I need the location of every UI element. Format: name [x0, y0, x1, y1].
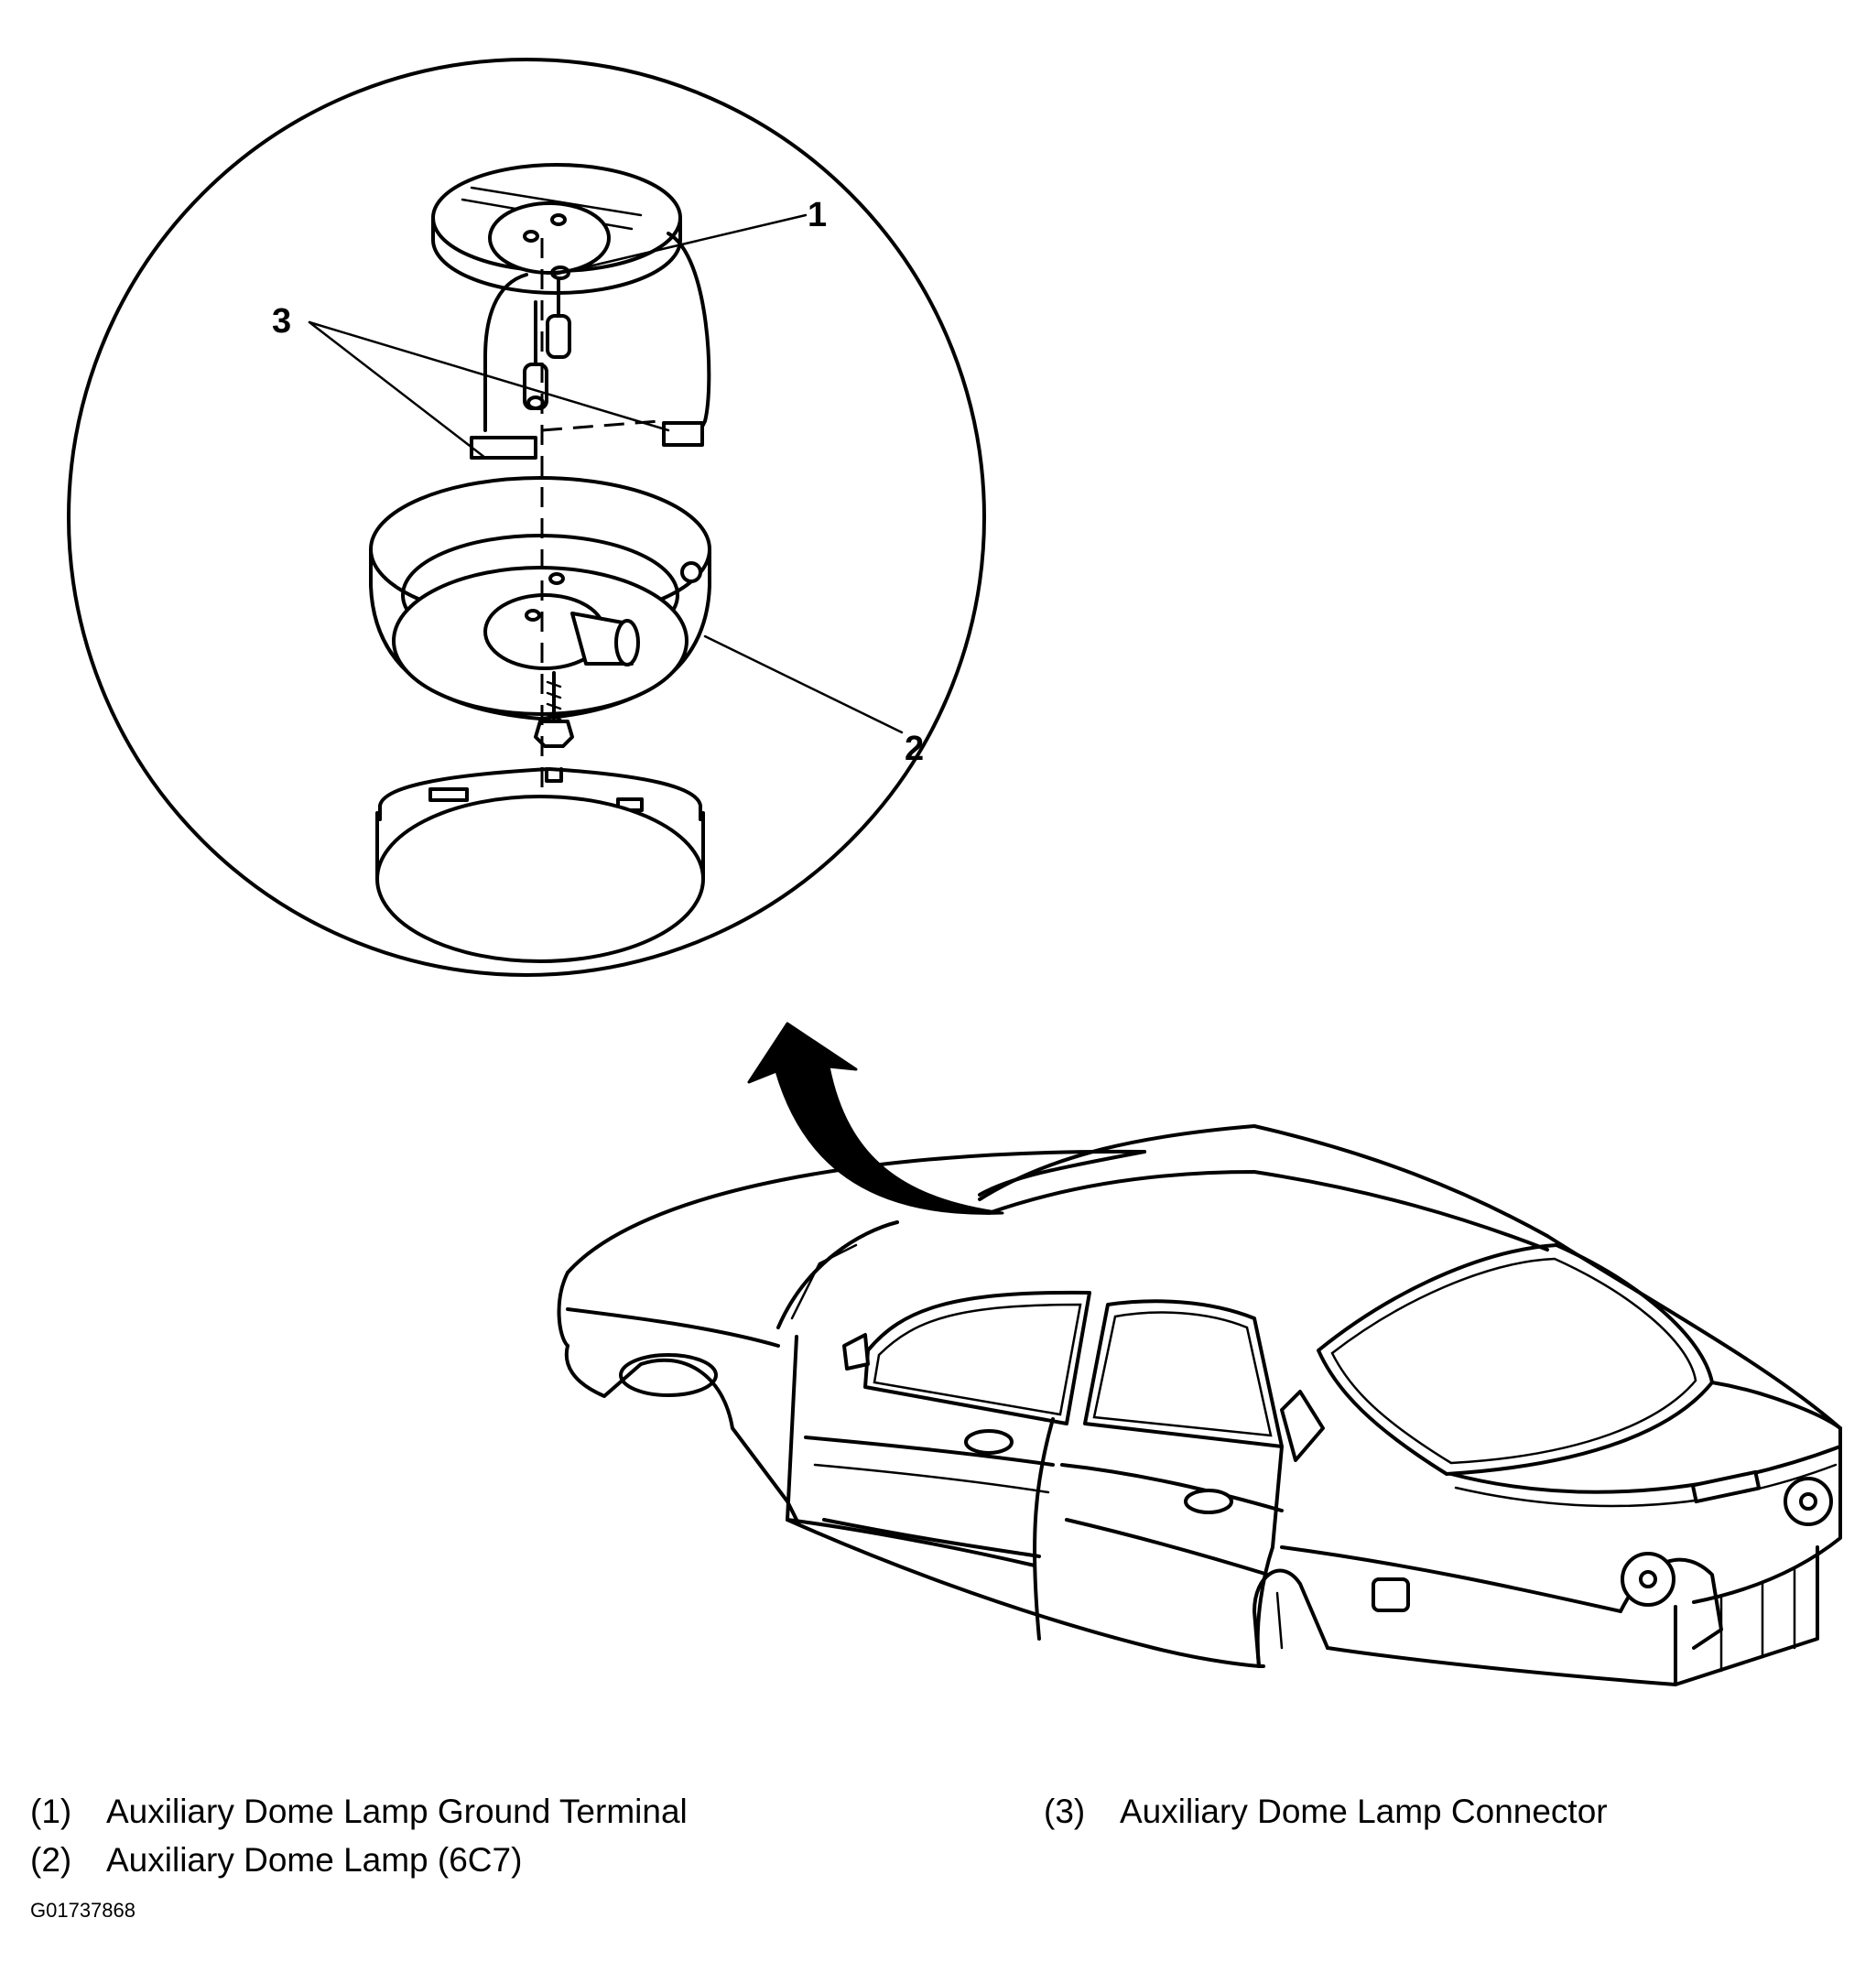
dome-lamp-lens: [377, 769, 703, 961]
dome-lamp-illustration: 1 3 2: [0, 0, 1876, 1703]
legend-item-1: (1) Auxiliary Dome Lamp Ground Terminal: [30, 1792, 688, 1832]
legend-item-3: (3) Auxiliary Dome Lamp Connector: [1044, 1792, 1608, 1832]
callout-2: 2: [905, 730, 924, 768]
vehicle-body: [559, 1126, 1840, 1685]
curved-arrow-icon: [749, 1024, 1003, 1213]
legend-number: (3): [1044, 1793, 1086, 1830]
legend-label: Auxiliary Dome Lamp (6C7): [106, 1841, 523, 1879]
legend-label: Auxiliary Dome Lamp Ground Terminal: [106, 1793, 688, 1830]
mounting-screw: [536, 673, 572, 746]
callout-leaders: [309, 215, 902, 732]
callout-3: 3: [272, 302, 291, 341]
legend-number: (1): [30, 1793, 72, 1830]
callout-1: 1: [808, 196, 827, 234]
detail-circle: [69, 60, 984, 975]
roof-mounting-plate: [433, 165, 680, 293]
legend-label: Auxiliary Dome Lamp Connector: [1120, 1793, 1608, 1830]
figure-id: G01737868: [30, 1899, 136, 1922]
dome-lamp-housing: [371, 438, 710, 719]
legend-number: (2): [30, 1841, 72, 1879]
legend-item-2: (2) Auxiliary Dome Lamp (6C7): [30, 1840, 522, 1880]
